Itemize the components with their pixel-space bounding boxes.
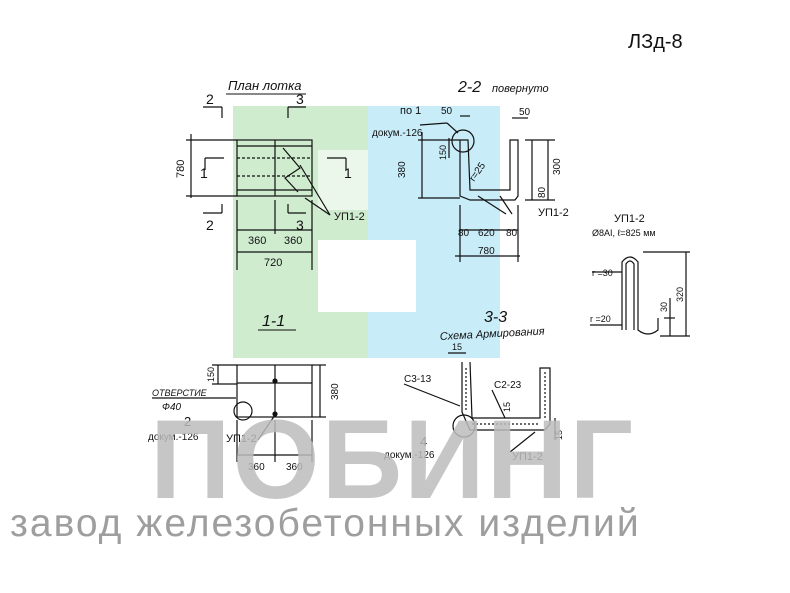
rebar-shape xyxy=(621,256,659,335)
sec11-title: 1-1 xyxy=(262,313,285,330)
logo-white-cut-2 xyxy=(318,150,368,210)
logo-background xyxy=(233,106,500,358)
sec33-ref: 4 xyxy=(420,434,427,449)
drawing-code: ЛЗд-8 xyxy=(628,31,683,53)
sec22-d380: 380 xyxy=(397,161,408,178)
sec33-profile xyxy=(461,361,551,431)
plan-dim-720: 720 xyxy=(264,257,282,269)
sec22-d80h1: 80 xyxy=(458,228,470,239)
sec22-d620: 620 xyxy=(478,228,495,239)
plan-section-1-left: 1 xyxy=(200,165,208,181)
sec11-doc: докум.-126 xyxy=(148,432,199,443)
sec11-d150: 150 xyxy=(206,367,216,382)
sec33-ref-circle xyxy=(452,414,476,438)
plan-title: План лотка xyxy=(228,78,302,93)
sec22-rebar: УП1-2 xyxy=(538,207,569,219)
plan-section-2-top: 2 xyxy=(206,91,214,107)
sec33-d15a: 15 xyxy=(452,342,462,352)
sec33-d15c: 15 xyxy=(554,430,564,440)
logo-blue-block xyxy=(368,106,500,358)
plan-section-3-top: 3 xyxy=(296,91,304,107)
sec11-d360a: 360 xyxy=(248,462,265,473)
watermark-tagline: завод железобетонных изделий xyxy=(10,502,641,545)
sec33-s313: С3-13 xyxy=(404,374,432,385)
plan-section-2-bottom: 2 xyxy=(206,217,214,233)
sec22-d80h2: 80 xyxy=(506,228,518,239)
sec11-dia: Ф40 xyxy=(162,402,182,413)
sec11-d360b: 360 xyxy=(286,462,303,473)
up12-spec: Ø8АI, ℓ=825 мм xyxy=(592,228,656,238)
section-2-2 xyxy=(418,115,555,262)
plan-dim-780: 780 xyxy=(175,160,187,178)
sec11-d380: 380 xyxy=(330,383,341,400)
sec33-scheme: Схема Армирования xyxy=(440,326,546,343)
sec22-ref-circle xyxy=(451,129,475,153)
sec11-hole: ОТВЕРСТИЕ xyxy=(152,388,208,398)
logo-green-block xyxy=(233,106,368,358)
plan-rebar-label: УП1-2 xyxy=(334,211,365,223)
section-1-1 xyxy=(152,364,326,462)
sec33-d15b: 15 xyxy=(502,402,512,412)
logo-white-cut xyxy=(318,240,416,312)
sec33-s223: С2-23 xyxy=(494,380,522,391)
sec22-title: 2-2 xyxy=(457,79,481,96)
sec22-d780: 780 xyxy=(478,246,495,257)
sec22-d150: 150 xyxy=(438,145,448,160)
plan-view xyxy=(186,106,347,270)
plan-dim-360b: 360 xyxy=(284,235,302,247)
sec22-ref: по 1 xyxy=(400,105,421,117)
plan-section-1-right: 1 xyxy=(344,165,352,181)
sec33-title: 3-3 xyxy=(484,309,507,326)
watermark-brand: ПОБИНГ xyxy=(150,397,635,522)
sec11-ref-circle xyxy=(233,401,253,421)
up12-d30: 30 xyxy=(659,302,669,312)
sec11-rebar: УП1-2 xyxy=(226,433,257,445)
sec22-doc: докум.-126 xyxy=(372,128,423,139)
up12-title: УП1-2 xyxy=(614,213,645,225)
plan-section-3-bottom: 3 xyxy=(296,217,304,233)
section-3-3 xyxy=(403,352,556,453)
sec22-note: повернуто xyxy=(492,83,549,95)
plan-dim-360a: 360 xyxy=(248,235,266,247)
sec11-ref: 2 xyxy=(184,414,191,429)
up12-r20: r =20 xyxy=(590,314,611,324)
sec22-profile xyxy=(459,139,519,201)
sec22-d50a: 50 xyxy=(441,106,453,117)
sec33-rebar: УП1-2 xyxy=(512,451,543,463)
up12-r30: r =30 xyxy=(592,268,613,278)
rebar-up12 xyxy=(590,251,690,337)
sec33-doc: докум.-126 xyxy=(384,450,435,461)
sec22-d300: 300 xyxy=(552,158,563,175)
sec22-d50b: 50 xyxy=(519,107,531,118)
sec22-d80v: 80 xyxy=(537,186,548,198)
up12-d320: 320 xyxy=(675,287,685,302)
